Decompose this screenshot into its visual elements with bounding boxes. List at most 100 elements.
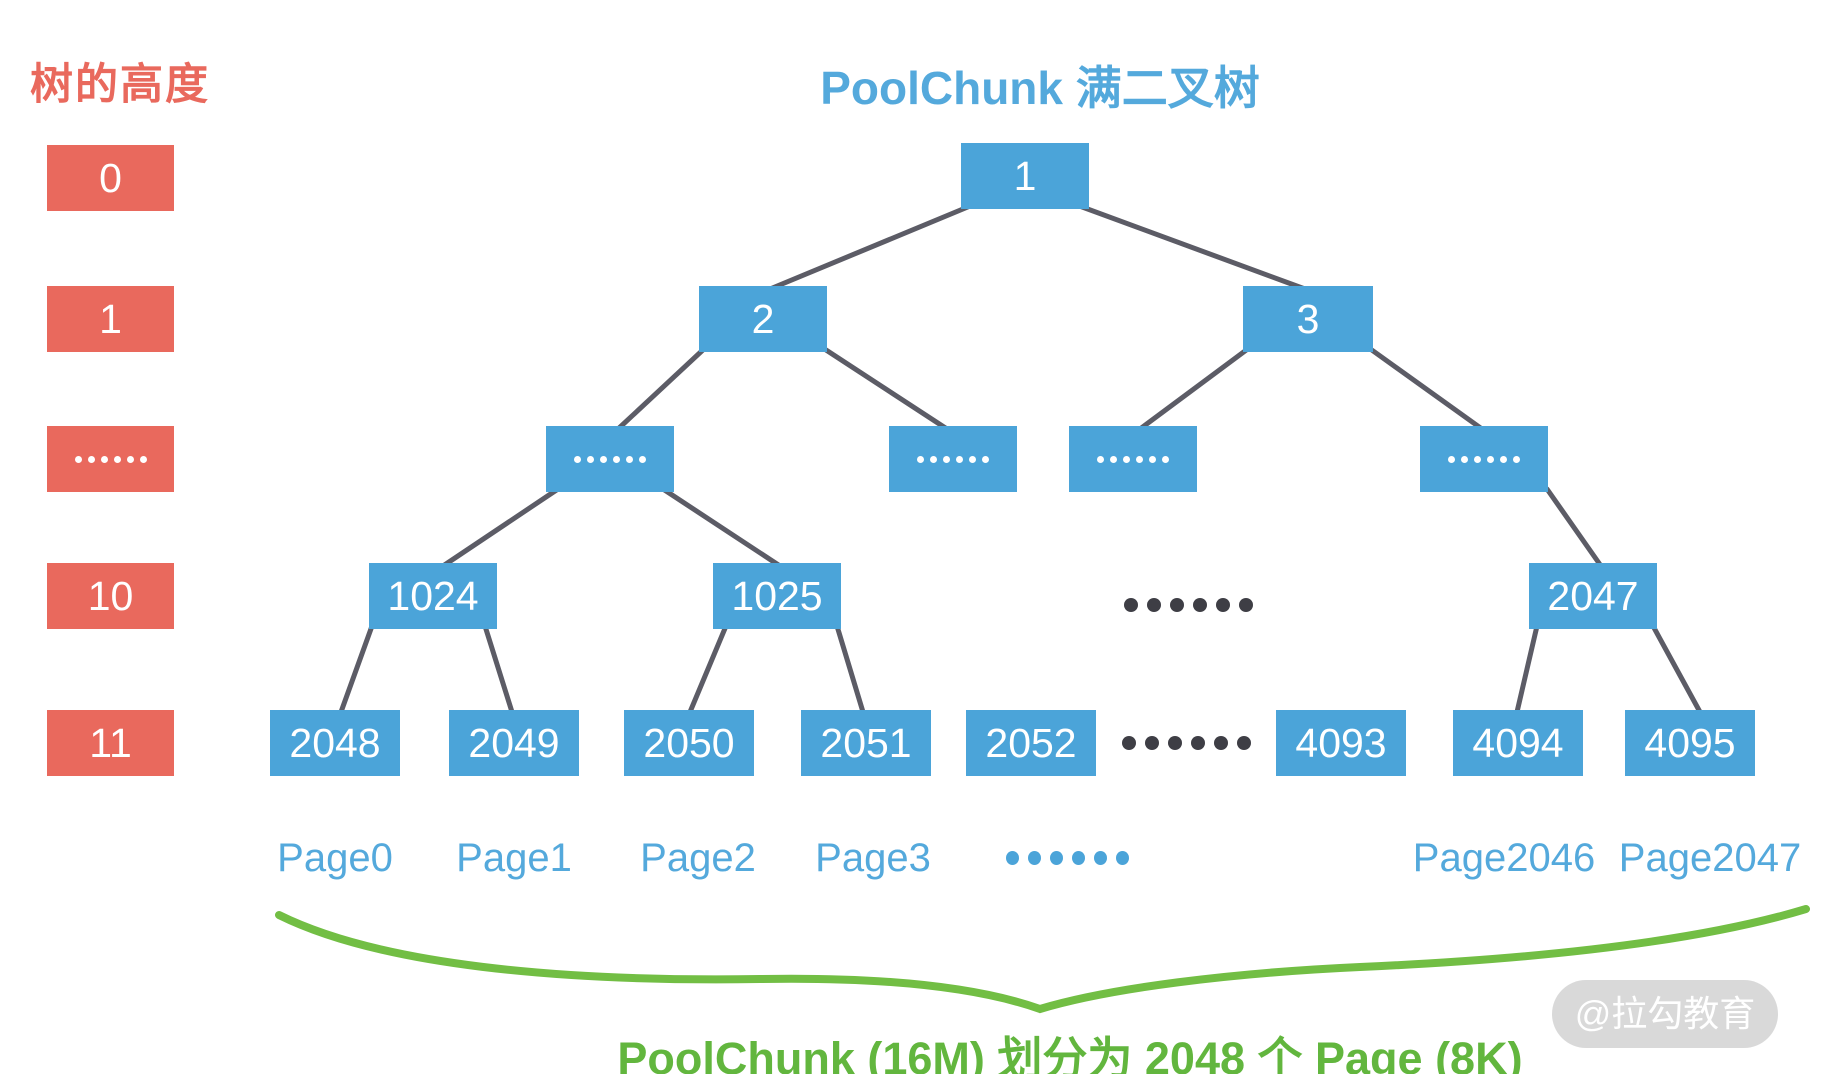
edge-1024-2048: [338, 623, 375, 715]
dot: [1461, 455, 1468, 463]
page-label-2: Page2: [640, 836, 756, 880]
tree-node-ellipsis-4: [1420, 426, 1548, 492]
height-label-0: 0: [47, 145, 174, 211]
edge-1-2: [767, 201, 978, 292]
height-label-1: 1: [47, 286, 174, 352]
tree-node-2052: 2052: [966, 710, 1096, 776]
height-label-10: 10: [47, 563, 174, 629]
dot: [1500, 455, 1507, 463]
dot: [1216, 598, 1230, 612]
edge-1024-2049: [482, 623, 515, 715]
dot: [139, 455, 147, 463]
page-label-1: Page1: [456, 836, 572, 880]
edge-2047-4095: [1650, 623, 1703, 715]
edge-3-right: [1366, 345, 1485, 432]
dot: [1170, 598, 1184, 612]
dot: [1123, 455, 1130, 463]
dot: [600, 455, 607, 463]
tree-node-ellipsis-3: [1069, 426, 1197, 492]
dot: [1147, 598, 1161, 612]
tree-node-1024: 1024: [369, 563, 497, 629]
height-label-ellipsis: [47, 426, 174, 492]
ellipsis-dots: [1069, 426, 1197, 492]
dot: [74, 455, 82, 463]
dot: [1474, 455, 1481, 463]
dot: [613, 455, 620, 463]
row10-ellipsis-dots: [1124, 598, 1253, 612]
dot: [969, 455, 976, 463]
dot: [126, 455, 134, 463]
edge-1025-2051: [834, 623, 866, 715]
dot: [626, 455, 633, 463]
dot: [917, 455, 924, 463]
tree-node-2048: 2048: [270, 710, 400, 776]
dot: [1487, 455, 1494, 463]
dot: [982, 455, 989, 463]
dot: [1110, 455, 1117, 463]
row11-ellipsis-dots: [1122, 736, 1251, 750]
dot: [930, 455, 937, 463]
dot: [1006, 851, 1019, 865]
height-label-11: 11: [47, 710, 174, 776]
dot: [1168, 736, 1182, 750]
dot: [1072, 851, 1085, 865]
watermark-badge: @拉勾教育: [1552, 980, 1778, 1048]
tree-node-4093: 4093: [1276, 710, 1406, 776]
diagram-title: PoolChunk 满二叉树: [820, 62, 1260, 114]
dot: [1122, 736, 1136, 750]
dot: [1162, 455, 1169, 463]
dot: [943, 455, 950, 463]
tree-node-1025: 1025: [713, 563, 841, 629]
edge-dots-1025: [660, 486, 783, 569]
dot: [956, 455, 963, 463]
bottom-caption: PoolChunk (16M) 划分为 2048 个 Page (8K): [617, 1033, 1523, 1074]
tree-node-2: 2: [699, 286, 827, 352]
tree-node-2050: 2050: [624, 710, 754, 776]
dot: [1116, 851, 1129, 865]
dot: [1028, 851, 1041, 865]
tree-node-ellipsis-2: [889, 426, 1017, 492]
tree-node-4095: 4095: [1625, 710, 1755, 776]
tree-node-3: 3: [1243, 286, 1373, 352]
ellipsis-dots: [1420, 426, 1548, 492]
dot: [1149, 455, 1156, 463]
tree-node-ellipsis-1: [546, 426, 674, 492]
page-label-2047: Page2047: [1618, 836, 1802, 880]
tree-node-4094: 4094: [1453, 710, 1583, 776]
ellipsis-dots: [47, 426, 174, 492]
edge-dots-1024: [440, 486, 561, 569]
dot: [1094, 851, 1107, 865]
height-column-title: 树的高度: [30, 61, 210, 109]
edge-1025-2050: [687, 623, 729, 715]
dot: [1191, 736, 1205, 750]
edge-2-right: [820, 345, 950, 432]
dot: [87, 455, 95, 463]
edge-3-left: [1137, 345, 1252, 432]
green-under-brace: [275, 905, 1810, 1014]
dot: [1193, 598, 1207, 612]
edge-dots-2047: [1544, 486, 1604, 569]
page-ellipsis-dots: [1006, 851, 1129, 865]
edge-2-left: [615, 345, 708, 432]
dot: [1124, 598, 1138, 612]
dot: [1050, 851, 1063, 865]
tree-node-2051: 2051: [801, 710, 931, 776]
tree-node-2047: 2047: [1529, 563, 1657, 629]
dot: [639, 455, 646, 463]
ellipsis-dots: [889, 426, 1017, 492]
dot: [100, 455, 108, 463]
page-label-0: Page0: [277, 836, 393, 880]
dot: [1237, 736, 1251, 750]
tree-node-1: 1: [961, 143, 1089, 209]
dot: [1513, 455, 1520, 463]
dot: [1097, 455, 1104, 463]
dot: [587, 455, 594, 463]
dot: [574, 455, 581, 463]
page-label-3: Page3: [815, 836, 931, 880]
dot: [1239, 598, 1253, 612]
dot: [1136, 455, 1143, 463]
dot: [1145, 736, 1159, 750]
edge-2047-4094: [1514, 623, 1540, 715]
